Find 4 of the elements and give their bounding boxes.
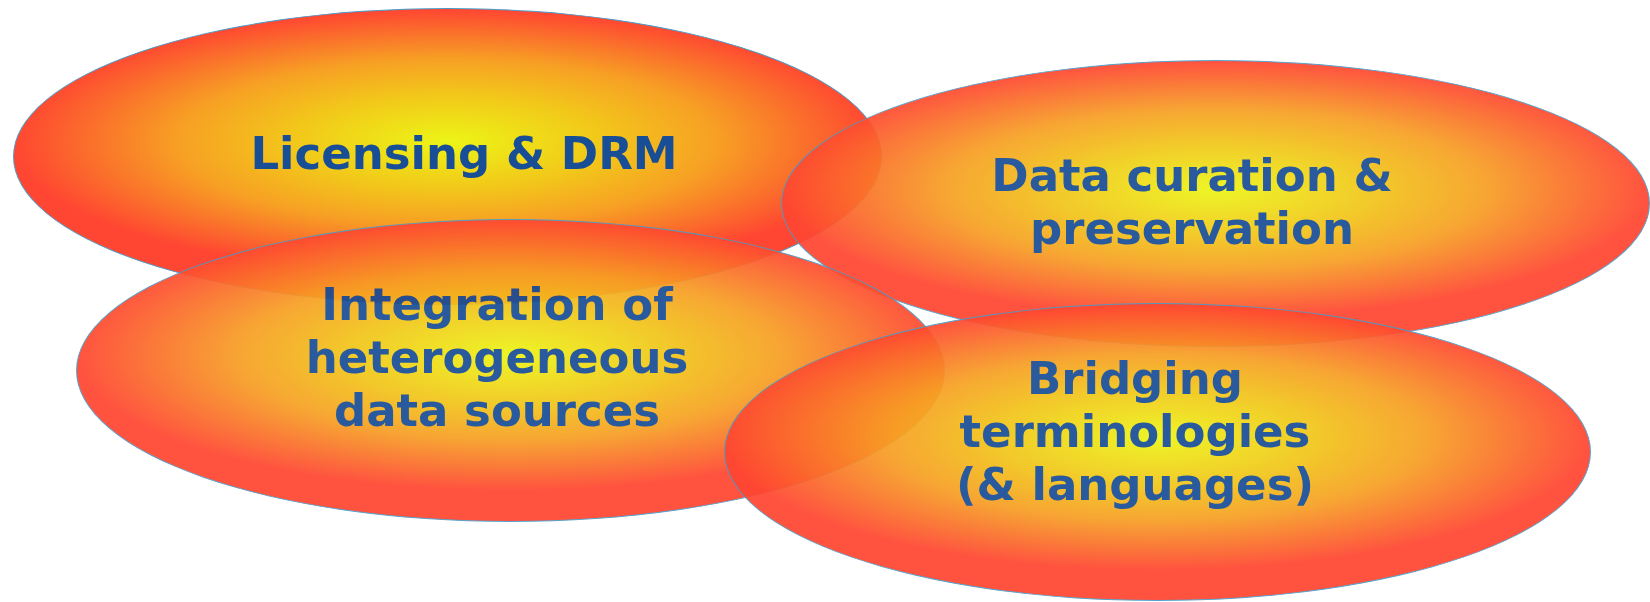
ellipse-label: Integration of heterogeneous data sources: [304, 278, 690, 437]
ellipse-label: Bridging terminologies (& languages): [955, 352, 1315, 511]
ellipse-label: Data curation & preservation: [990, 149, 1394, 255]
ellipse-label: Licensing & DRM: [249, 127, 679, 180]
